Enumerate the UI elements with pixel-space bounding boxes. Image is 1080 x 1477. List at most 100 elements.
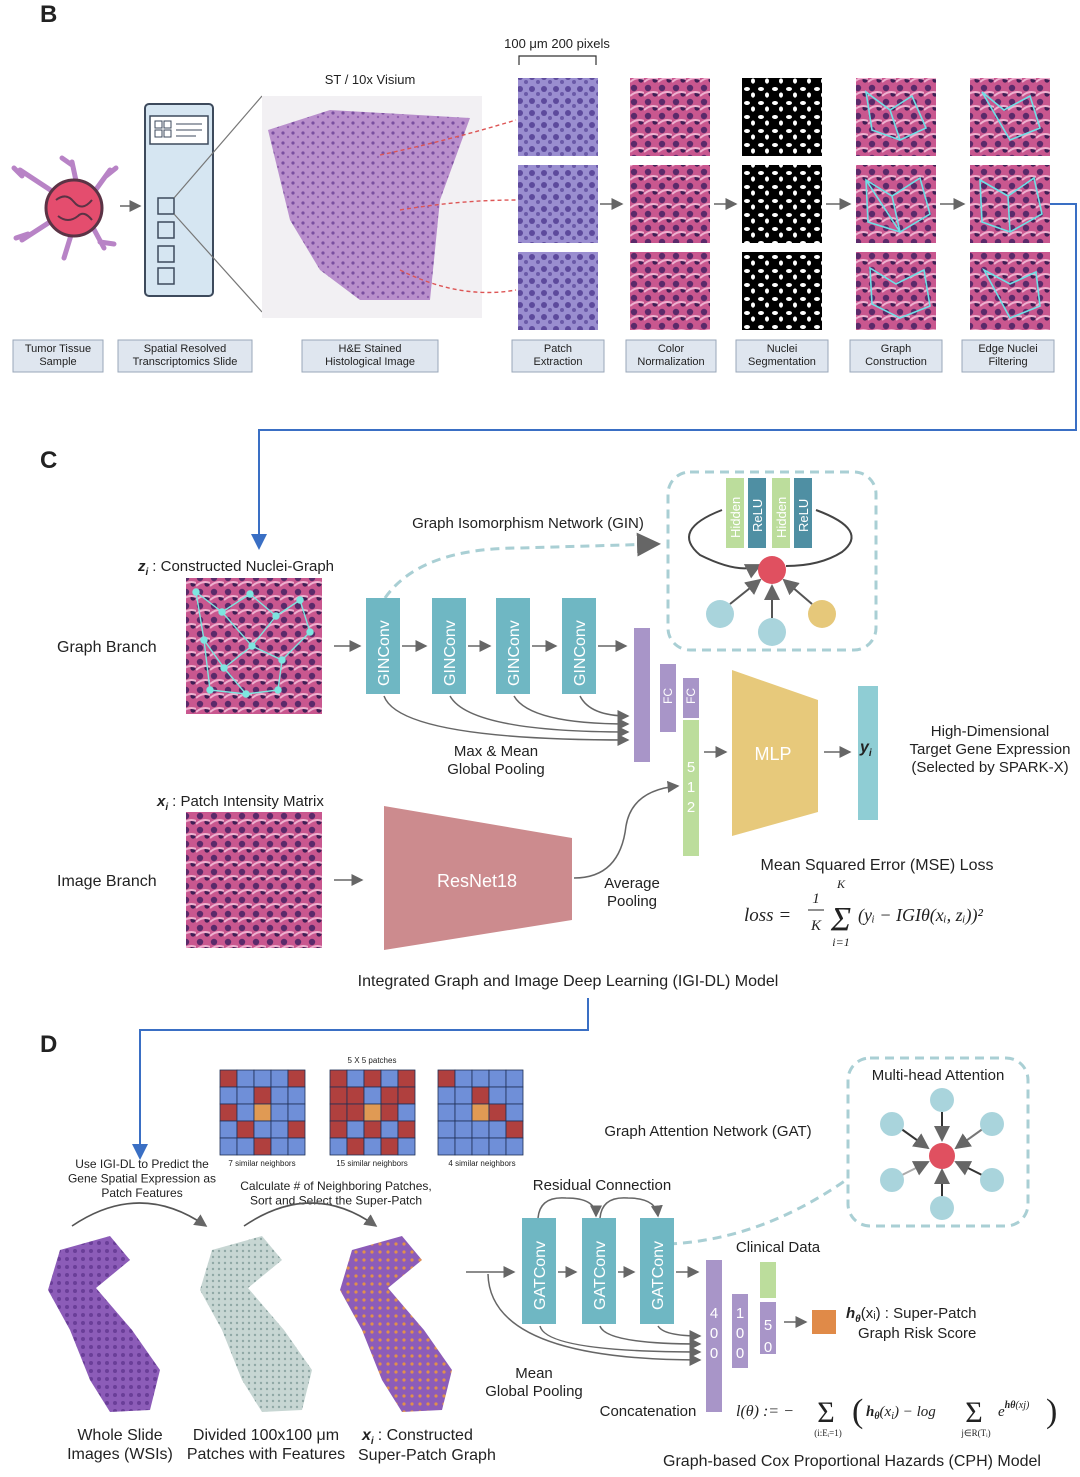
mha-label: Multi-head Attention xyxy=(872,1067,1005,1084)
mha-box xyxy=(846,1056,1030,1228)
svg-text:j∈R(Tᵢ): j∈R(Tᵢ) xyxy=(960,1428,990,1438)
gatconv-label-1: GATConv xyxy=(592,1241,609,1310)
grid-cell xyxy=(380,1120,399,1139)
grid-cell xyxy=(363,1137,382,1156)
mlp-trapezoid xyxy=(732,670,818,836)
gatconv-label-0: GATConv xyxy=(532,1241,549,1310)
grid-cell xyxy=(380,1086,399,1105)
mlp-block-2 xyxy=(772,478,790,548)
graph-branch-label: Graph Branch xyxy=(57,639,157,656)
grid-cell xyxy=(437,1069,456,1088)
ginconv-block-1 xyxy=(432,598,466,694)
grid-cell xyxy=(471,1103,490,1122)
grid-cell xyxy=(270,1137,289,1156)
mlp-block-label-0: Hidden xyxy=(728,497,743,538)
svg-text:ehθ(xj): ehθ(xj) xyxy=(998,1400,1030,1420)
svg-text:K: K xyxy=(836,877,846,891)
yi-label: yi xyxy=(859,739,872,759)
grid-cell xyxy=(270,1103,289,1122)
grid-cell xyxy=(346,1137,365,1156)
grid-cell xyxy=(287,1069,306,1088)
grid-cell xyxy=(380,1103,399,1122)
grid-cell xyxy=(329,1069,348,1088)
mlp-block-1 xyxy=(748,478,766,548)
svg-text:Σ: Σ xyxy=(817,1396,834,1429)
grid-cell xyxy=(346,1086,365,1105)
grid-cell xyxy=(363,1103,382,1122)
svg-text:): ) xyxy=(1046,1393,1057,1430)
ginconv-stack: GINConv GINConv GINConv GINConv xyxy=(366,598,596,694)
wsi-image xyxy=(48,1236,160,1412)
mlp-block-label-3: ReLU xyxy=(796,499,811,532)
grid-cell xyxy=(454,1137,473,1156)
grid-cell xyxy=(505,1137,524,1156)
svg-text:(yᵢ − IGIθ(xᵢ, zᵢ))²: (yᵢ − IGIθ(xᵢ, zᵢ))² xyxy=(858,905,983,926)
grid-cell xyxy=(236,1069,255,1088)
vec50-block xyxy=(760,1302,776,1354)
svg-text:(: ( xyxy=(852,1393,863,1430)
gatconv-stack: GATConv GATConv GATConv xyxy=(522,1218,674,1324)
vec100-block xyxy=(732,1294,748,1368)
grid-cell xyxy=(253,1086,272,1105)
grid-cell xyxy=(471,1120,490,1139)
grid-cell xyxy=(380,1069,399,1088)
cph-formula: l(θ) := − Σ (i:Eᵢ=1) ( hθ(xi) − log Σ j∈… xyxy=(736,1393,1057,1438)
st-visium-label: ST / 10x Visium xyxy=(325,72,416,87)
grid-cell xyxy=(454,1103,473,1122)
scale-label: 100 μm 200 pixels xyxy=(504,36,610,51)
grid-cell xyxy=(363,1086,382,1105)
grid-cell xyxy=(253,1120,272,1139)
concat-label: Concatenation xyxy=(600,1403,697,1420)
grid-cell xyxy=(270,1069,289,1088)
grid-cell xyxy=(329,1103,348,1122)
grid-cell xyxy=(505,1086,524,1105)
grid-cell xyxy=(363,1069,382,1088)
ginconv-block-2 xyxy=(496,598,530,694)
svg-text:Σ: Σ xyxy=(965,1396,982,1429)
igi-dl-caption: Integrated Graph and Image Deep Learning… xyxy=(358,973,779,990)
grid-cell xyxy=(270,1086,289,1105)
grid-cell xyxy=(329,1137,348,1156)
gat-detail-connector xyxy=(667,1178,847,1246)
grid-cell xyxy=(219,1120,238,1139)
pooled-vector xyxy=(634,628,650,762)
ginconv-block-3 xyxy=(562,598,596,694)
ginconv-label-1: GINConv xyxy=(442,620,459,686)
grid-cell xyxy=(488,1120,507,1139)
cph-caption: Graph-based Cox Proportional Hazards (CP… xyxy=(663,1453,1041,1470)
gin-detail-box: Hidden ReLU Hidden ReLU xyxy=(666,470,878,652)
vec512-block xyxy=(683,720,699,856)
output-vector xyxy=(858,686,878,820)
connector-b-to-c xyxy=(251,203,1077,550)
grid-cell xyxy=(270,1120,289,1139)
grid-cell xyxy=(397,1069,416,1088)
grid-cell xyxy=(454,1086,473,1105)
grid-cell xyxy=(219,1069,238,1088)
mse-title: Mean Squared Error (MSE) Loss xyxy=(761,857,994,874)
grid-cell xyxy=(471,1069,490,1088)
svg-text:hθ(xi) − log: hθ(xi) − log xyxy=(866,1404,936,1422)
grid-cell xyxy=(363,1120,382,1139)
grid-cell xyxy=(437,1137,456,1156)
fc-block-1 xyxy=(660,664,676,732)
divided-patches-image xyxy=(200,1236,312,1412)
svg-text:(i:Eᵢ=1): (i:Eᵢ=1) xyxy=(814,1428,842,1438)
gat-label: Graph Attention Network (GAT) xyxy=(604,1123,811,1140)
grid-cell xyxy=(236,1120,255,1139)
